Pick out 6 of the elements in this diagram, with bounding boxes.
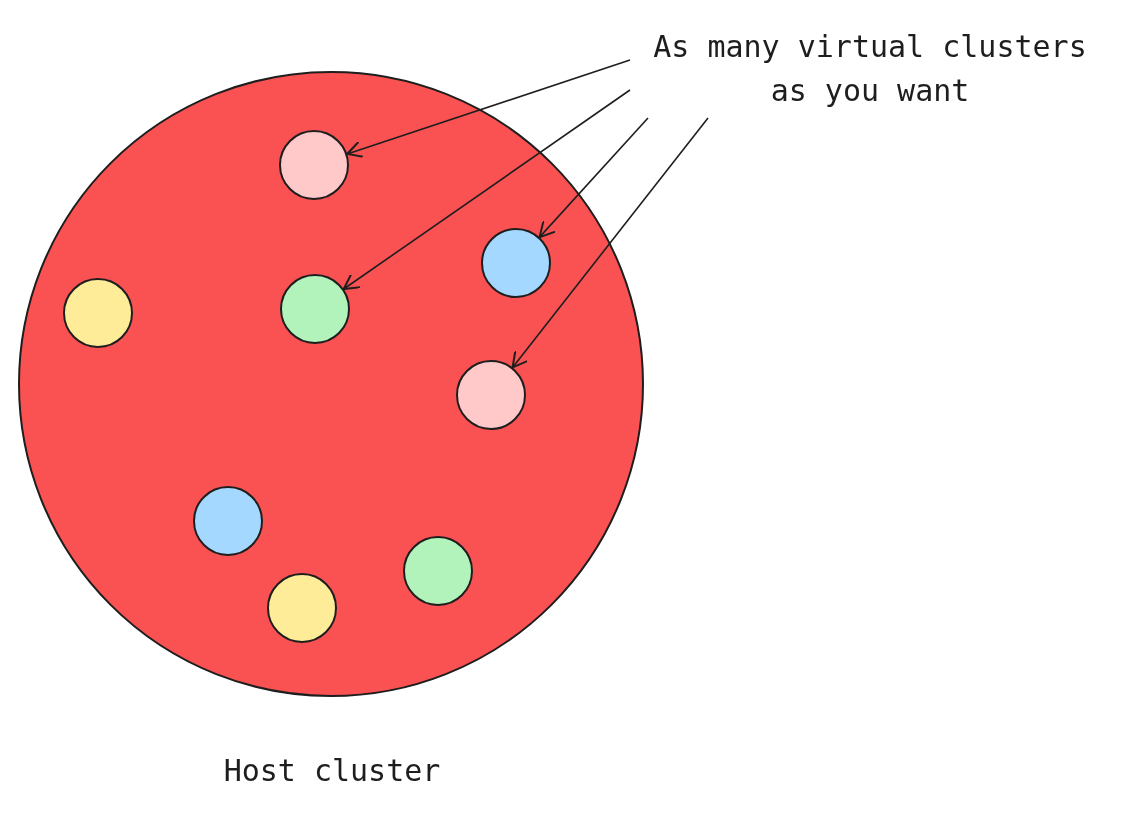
arrow [538, 117, 649, 239]
circle-label: Host cluster [222, 753, 442, 788]
arrow [342, 89, 631, 290]
arrow [346, 59, 631, 158]
annotation-text: As many virtual clusters as you want [630, 25, 1110, 118]
arrow [511, 117, 709, 369]
